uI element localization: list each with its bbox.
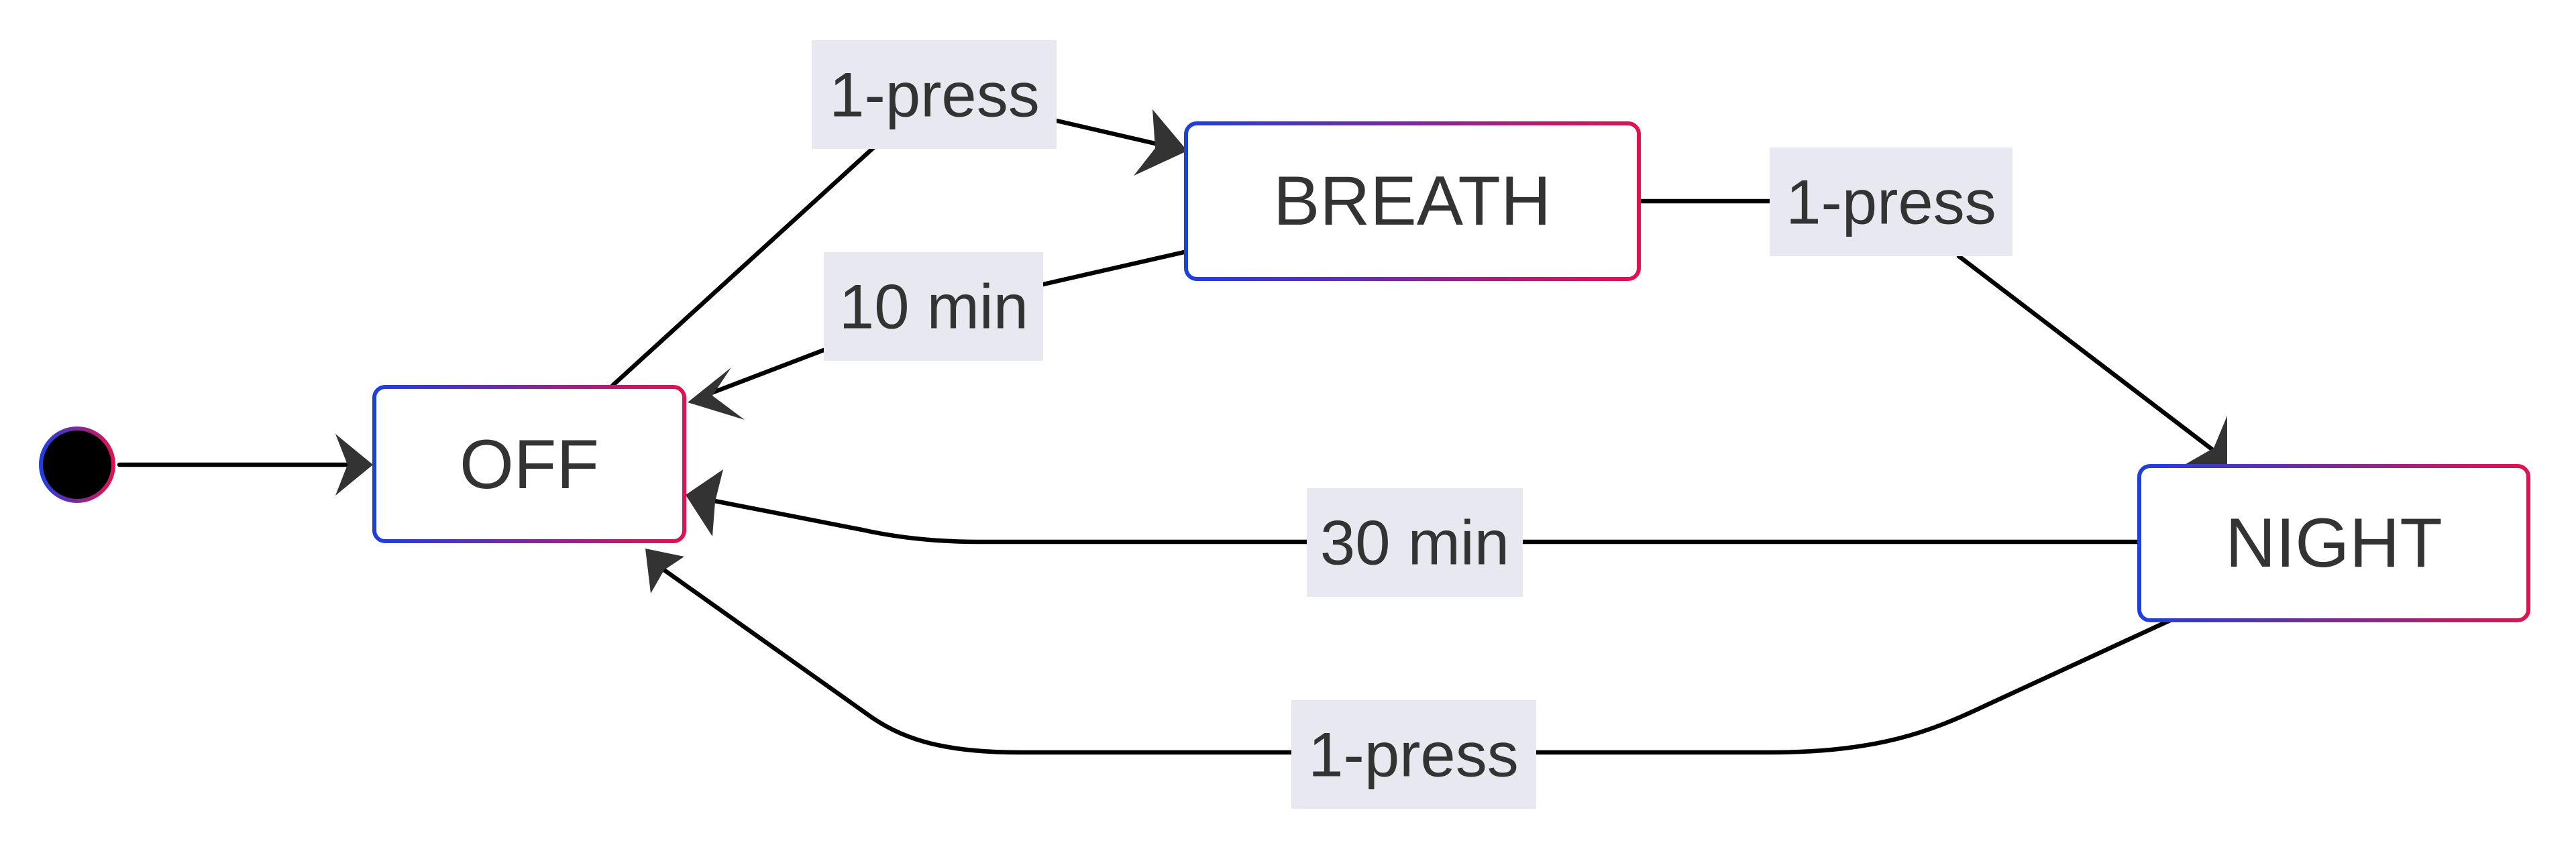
arrowhead-breath-to-night	[2182, 416, 2227, 466]
arrowhead-night-to-off-press	[645, 549, 684, 593]
state-off: OFF	[372, 385, 686, 543]
arrowhead-night-to-off-timeout	[686, 469, 723, 536]
arrowhead-initial-to-off	[335, 434, 373, 496]
label-night-to-off-press: 1-press	[1291, 700, 1536, 809]
state-night: NIGHT	[2137, 464, 2530, 622]
edge-night-to-off-timeout	[686, 469, 2141, 545]
label-breath-to-night: 1-press	[1770, 148, 2012, 256]
label-night-to-off-timeout: 30 min	[1307, 488, 1523, 597]
svg-text:30 min: 30 min	[1320, 508, 1509, 578]
initial-state-dot	[39, 427, 115, 503]
edge-breath-to-off	[688, 249, 1187, 420]
svg-text:1-press: 1-press	[1308, 720, 1518, 790]
edge-initial-to-off	[117, 434, 373, 496]
label-breath-to-off: 10 min	[824, 252, 1043, 361]
arrowhead-off-to-breath	[1134, 109, 1187, 176]
state-off-label: OFF	[460, 426, 599, 504]
svg-text:1-press: 1-press	[1786, 167, 1996, 237]
arrowhead-breath-to-off	[688, 367, 745, 420]
state-breath: BREATH	[1184, 121, 1641, 281]
edge-off-to-breath	[610, 109, 1187, 388]
edge-breath-to-night	[1636, 198, 2227, 466]
state-breath-label: BREATH	[1273, 162, 1551, 240]
svg-text:10 min: 10 min	[839, 272, 1028, 342]
edge-night-to-off-press	[645, 549, 2173, 755]
label-off-to-breath: 1-press	[812, 40, 1057, 149]
state-night-label: NIGHT	[2225, 504, 2443, 582]
svg-text:1-press: 1-press	[829, 60, 1039, 130]
